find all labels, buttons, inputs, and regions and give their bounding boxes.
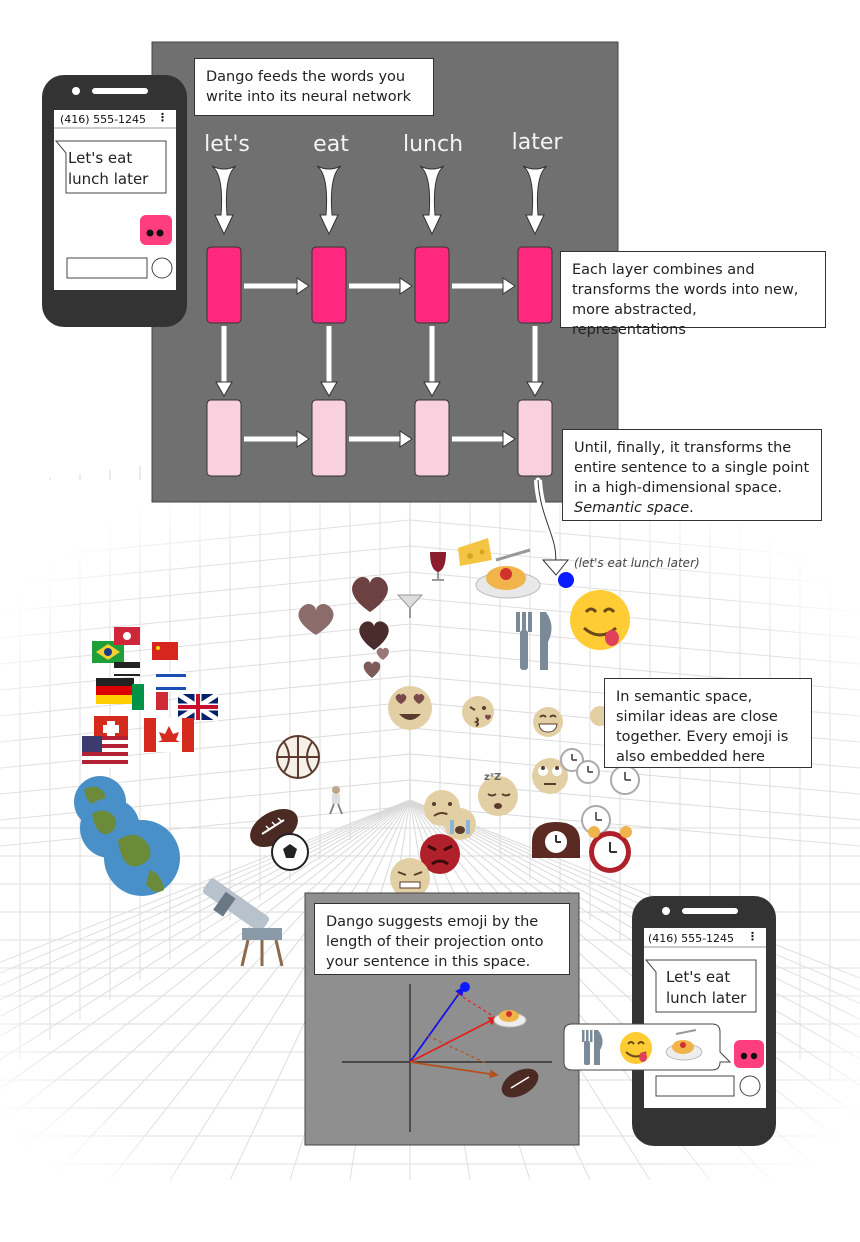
sentence-point-label: (let's eat lunch later): [574, 556, 700, 570]
curved-arrow-edge: [537, 479, 557, 567]
bottom-message-line-1: Let's eat: [666, 968, 731, 986]
layer1-cell-1: [311, 246, 347, 324]
ball-vector: [409, 1061, 499, 1079]
word-eat: eat: [313, 132, 349, 157]
projection-spaghetti-icon: [493, 1010, 527, 1028]
curved-arrow-head: [541, 559, 570, 576]
layer-right-arrowhead: [502, 277, 516, 295]
layer-down-arrowhead-0: [215, 381, 233, 398]
bottom-phone: [563, 896, 776, 1146]
basketball-icon: [276, 735, 320, 779]
layer-right-arrowhead: [399, 430, 413, 448]
soccer-icon: [271, 833, 309, 871]
suggestion-yum-icon: [620, 1032, 652, 1064]
semantic-space-note: In semantic space, similar ideas are clo…: [604, 678, 812, 768]
projection-axes: [342, 984, 552, 1132]
layer-down-arrowhead-3: [526, 381, 544, 398]
angry-face-icon: [390, 834, 460, 898]
top-phone-menu-icon[interactable]: ⋮: [157, 111, 168, 124]
layer2-cell-1: [311, 399, 347, 477]
final-note-text: Until, finally, it transforms the entire…: [574, 440, 810, 496]
dango-avatar: [140, 215, 172, 245]
layer2-cell-3: [517, 399, 553, 477]
word-arrow-1: [316, 165, 342, 236]
top-message-line-2: lunch later: [68, 170, 149, 188]
ball-projection: [427, 1035, 489, 1065]
sentence-vector-point: [460, 982, 470, 992]
layer2-cell-2: [414, 399, 450, 477]
yum-face-icon: [570, 590, 630, 650]
top-phone-message: Let's eat lunch later: [68, 148, 148, 190]
word-arrow-2: [419, 165, 445, 236]
final-note: Until, finally, it transforms the entire…: [562, 429, 822, 521]
word-arrow-0: [211, 165, 237, 236]
flags-icon: [82, 627, 220, 768]
bottom-phone-message: Let's eat lunch later: [666, 967, 746, 1009]
projection-note: Dango suggests emoji by the length of th…: [314, 903, 570, 975]
top-phone: [42, 75, 187, 327]
bottom-phone-number: (416) 555-1245: [648, 932, 735, 945]
word-lets: let's: [204, 132, 250, 157]
hearts-icon: [298, 577, 389, 678]
sleeping-face-icon: zᶻZ: [478, 772, 518, 816]
svg-text:zᶻZ: zᶻZ: [484, 772, 501, 783]
layer-right-arrowhead: [296, 430, 310, 448]
globes-icon: [74, 776, 180, 896]
layer-right-arrowhead: [296, 277, 310, 295]
layer-down-arrowhead-1: [320, 381, 338, 398]
intro-note: Dango feeds the words you write into its…: [194, 58, 434, 116]
layer1-cell-2: [414, 246, 450, 324]
kiss-face-icon: [462, 696, 494, 728]
network-layers: [206, 246, 553, 477]
suggestion-fork-knife-icon: [582, 1030, 603, 1065]
layer-right-arrowhead: [502, 430, 516, 448]
bottom-message-line-2: lunch later: [666, 989, 747, 1007]
wine-glass-icon: [430, 552, 446, 581]
spaghetti-icon: [475, 548, 541, 599]
layer2-cell-0: [206, 399, 242, 477]
layer1-cell-0: [206, 246, 242, 324]
food-projection: [457, 993, 497, 1019]
emoji-cloud: zᶻZ: [74, 538, 640, 967]
word-later: later: [511, 130, 563, 155]
layer-right-arrowhead: [399, 277, 413, 295]
sentence-point: [558, 572, 574, 588]
telescope-icon: [202, 878, 284, 967]
word-arrow-3: [522, 165, 548, 236]
heart-eyes-icon: [388, 686, 432, 730]
suggestion-spaghetti-icon: [665, 1029, 703, 1061]
eye-roll-face-icon: [532, 758, 568, 794]
fork-knife-icon: [516, 612, 552, 670]
top-phone-bubble: [54, 140, 167, 194]
projection-football-icon: [501, 1068, 539, 1098]
layer-down-arrowhead-2: [423, 381, 441, 398]
bottom-phone-menu-icon[interactable]: ⋮: [747, 930, 758, 943]
layer1-cell-3: [517, 246, 553, 324]
layer-note: Each layer combines and transforms the w…: [560, 251, 826, 338]
sentence-vector: [409, 986, 465, 1063]
cocktail-icon: [396, 594, 424, 618]
food-vector: [409, 1017, 498, 1063]
alarm-clock-icon: [588, 826, 632, 873]
athlete-icon: [329, 786, 343, 815]
top-message-line-1: Let's eat: [68, 149, 133, 167]
top-phone-number: (416) 555-1245: [60, 113, 147, 126]
sad-face-icon: [424, 790, 476, 840]
word-input-arrows: [211, 165, 548, 236]
cheese-icon: [458, 538, 492, 566]
word-lunch: lunch: [402, 132, 464, 157]
mantel-clock-icon: [532, 822, 580, 858]
final-note-emphasis: Semantic space: [574, 500, 690, 516]
